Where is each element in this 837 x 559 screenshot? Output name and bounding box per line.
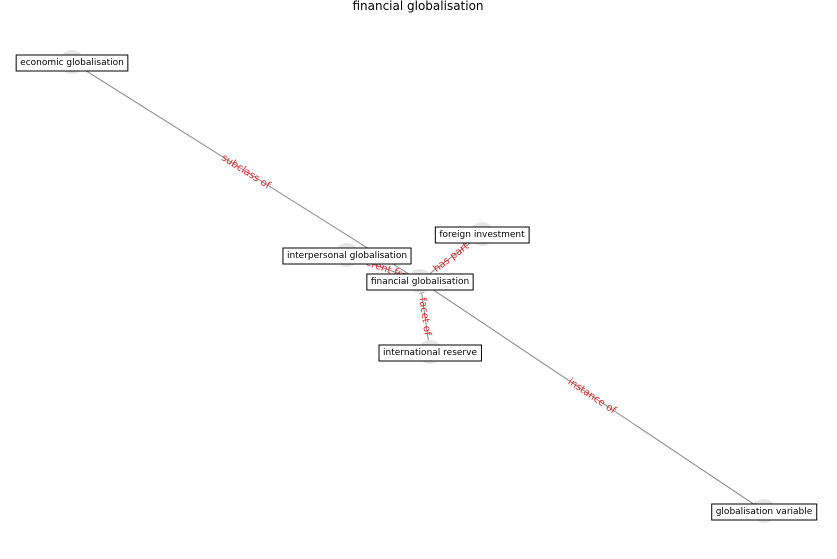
- nodes-layer: economic globalisation interpersonal glob…: [15, 50, 818, 523]
- node-label: international reserve: [383, 348, 477, 358]
- node-economic: economic globalisation: [15, 50, 129, 74]
- node-label: foreign investment: [439, 230, 525, 240]
- node-box: [282, 247, 412, 265]
- node-box: [15, 54, 129, 72]
- edge-label: subclass of: [219, 152, 272, 191]
- node-interpersonal: interpersonal globalisation: [282, 243, 412, 267]
- graph-title: financial globalisation: [352, 0, 483, 13]
- node-box: [711, 503, 818, 521]
- node-label: interpersonal globalisation: [287, 251, 407, 261]
- node-foreign: foreign investment: [434, 222, 530, 246]
- node-box: [366, 273, 474, 291]
- edge-financial-economic: [76, 64, 416, 279]
- edge-label: facet of: [416, 297, 432, 337]
- node-financial: financial globalisation: [366, 269, 474, 293]
- edge-financial-variable: [424, 283, 760, 509]
- node-label: economic globalisation: [20, 58, 124, 68]
- edge-label: has part: [431, 241, 471, 275]
- node-label: globalisation variable: [716, 507, 813, 517]
- node-label: financial globalisation: [371, 277, 469, 287]
- node-variable: globalisation variable: [711, 499, 818, 523]
- node-box: [434, 226, 530, 244]
- node-reserve: international reserve: [378, 340, 482, 364]
- edge-label: instance of: [566, 377, 618, 417]
- edge-financial-foreign: [424, 237, 478, 278]
- edge-reserve-financial: [418, 286, 430, 347]
- node-box: [378, 344, 482, 362]
